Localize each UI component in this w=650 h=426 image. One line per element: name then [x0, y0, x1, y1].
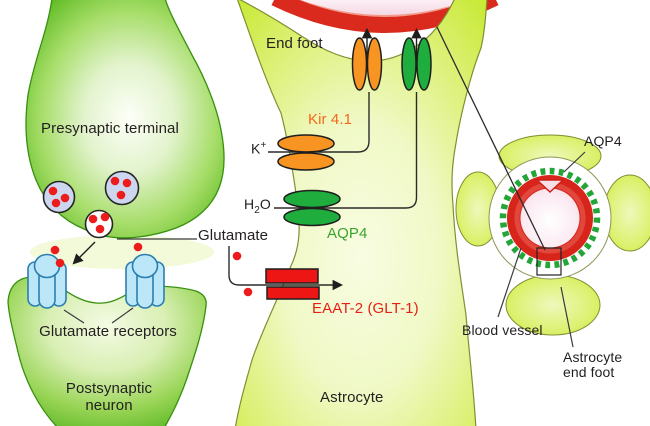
- synaptic-vesicles: [42, 170, 140, 239]
- vesicle: [104, 170, 140, 206]
- vessel-wall-notch: [535, 179, 565, 194]
- astrocyte-end-feet: [455, 134, 650, 336]
- detail-box: [536, 247, 562, 276]
- vessel-lumen-inset: [520, 188, 580, 248]
- water-route-line: [274, 92, 418, 209]
- blood-vessel-leader: [497, 247, 522, 318]
- aqp4-inset-leader: [563, 151, 586, 173]
- leader-lines: [63, 238, 197, 324]
- fusing-vesicle-dots: [88, 212, 110, 234]
- detail-correspondence-line: [436, 26, 546, 251]
- kir-endfoot-channel: [351, 37, 383, 91]
- vesicle: [42, 180, 76, 214]
- eaat2-transporter: [265, 268, 320, 300]
- receptor-leader-right: [111, 307, 134, 324]
- receptor-leader-left: [63, 309, 85, 324]
- presynaptic-terminal: [25, 0, 225, 239]
- glutamate-uptake-arrow: [228, 246, 344, 291]
- kir41-channel: [277, 134, 335, 171]
- vessel-cross-section-inset: [455, 134, 650, 336]
- end-foot-channels: [351, 27, 432, 91]
- glutamate-receptor-right: [125, 253, 165, 309]
- aqp4-endfoot-channel: [401, 37, 432, 91]
- aqp4-dash-ring: [499, 167, 601, 269]
- k-route-line: [268, 92, 370, 153]
- release-arrow: [72, 241, 96, 265]
- end-foot-leader: [560, 286, 574, 348]
- vesicle-glutamate-dots: [48, 176, 132, 208]
- inset-leader-lines: [497, 151, 586, 348]
- glutamate-dots: [50, 242, 253, 297]
- aqp4-channel: [283, 189, 341, 227]
